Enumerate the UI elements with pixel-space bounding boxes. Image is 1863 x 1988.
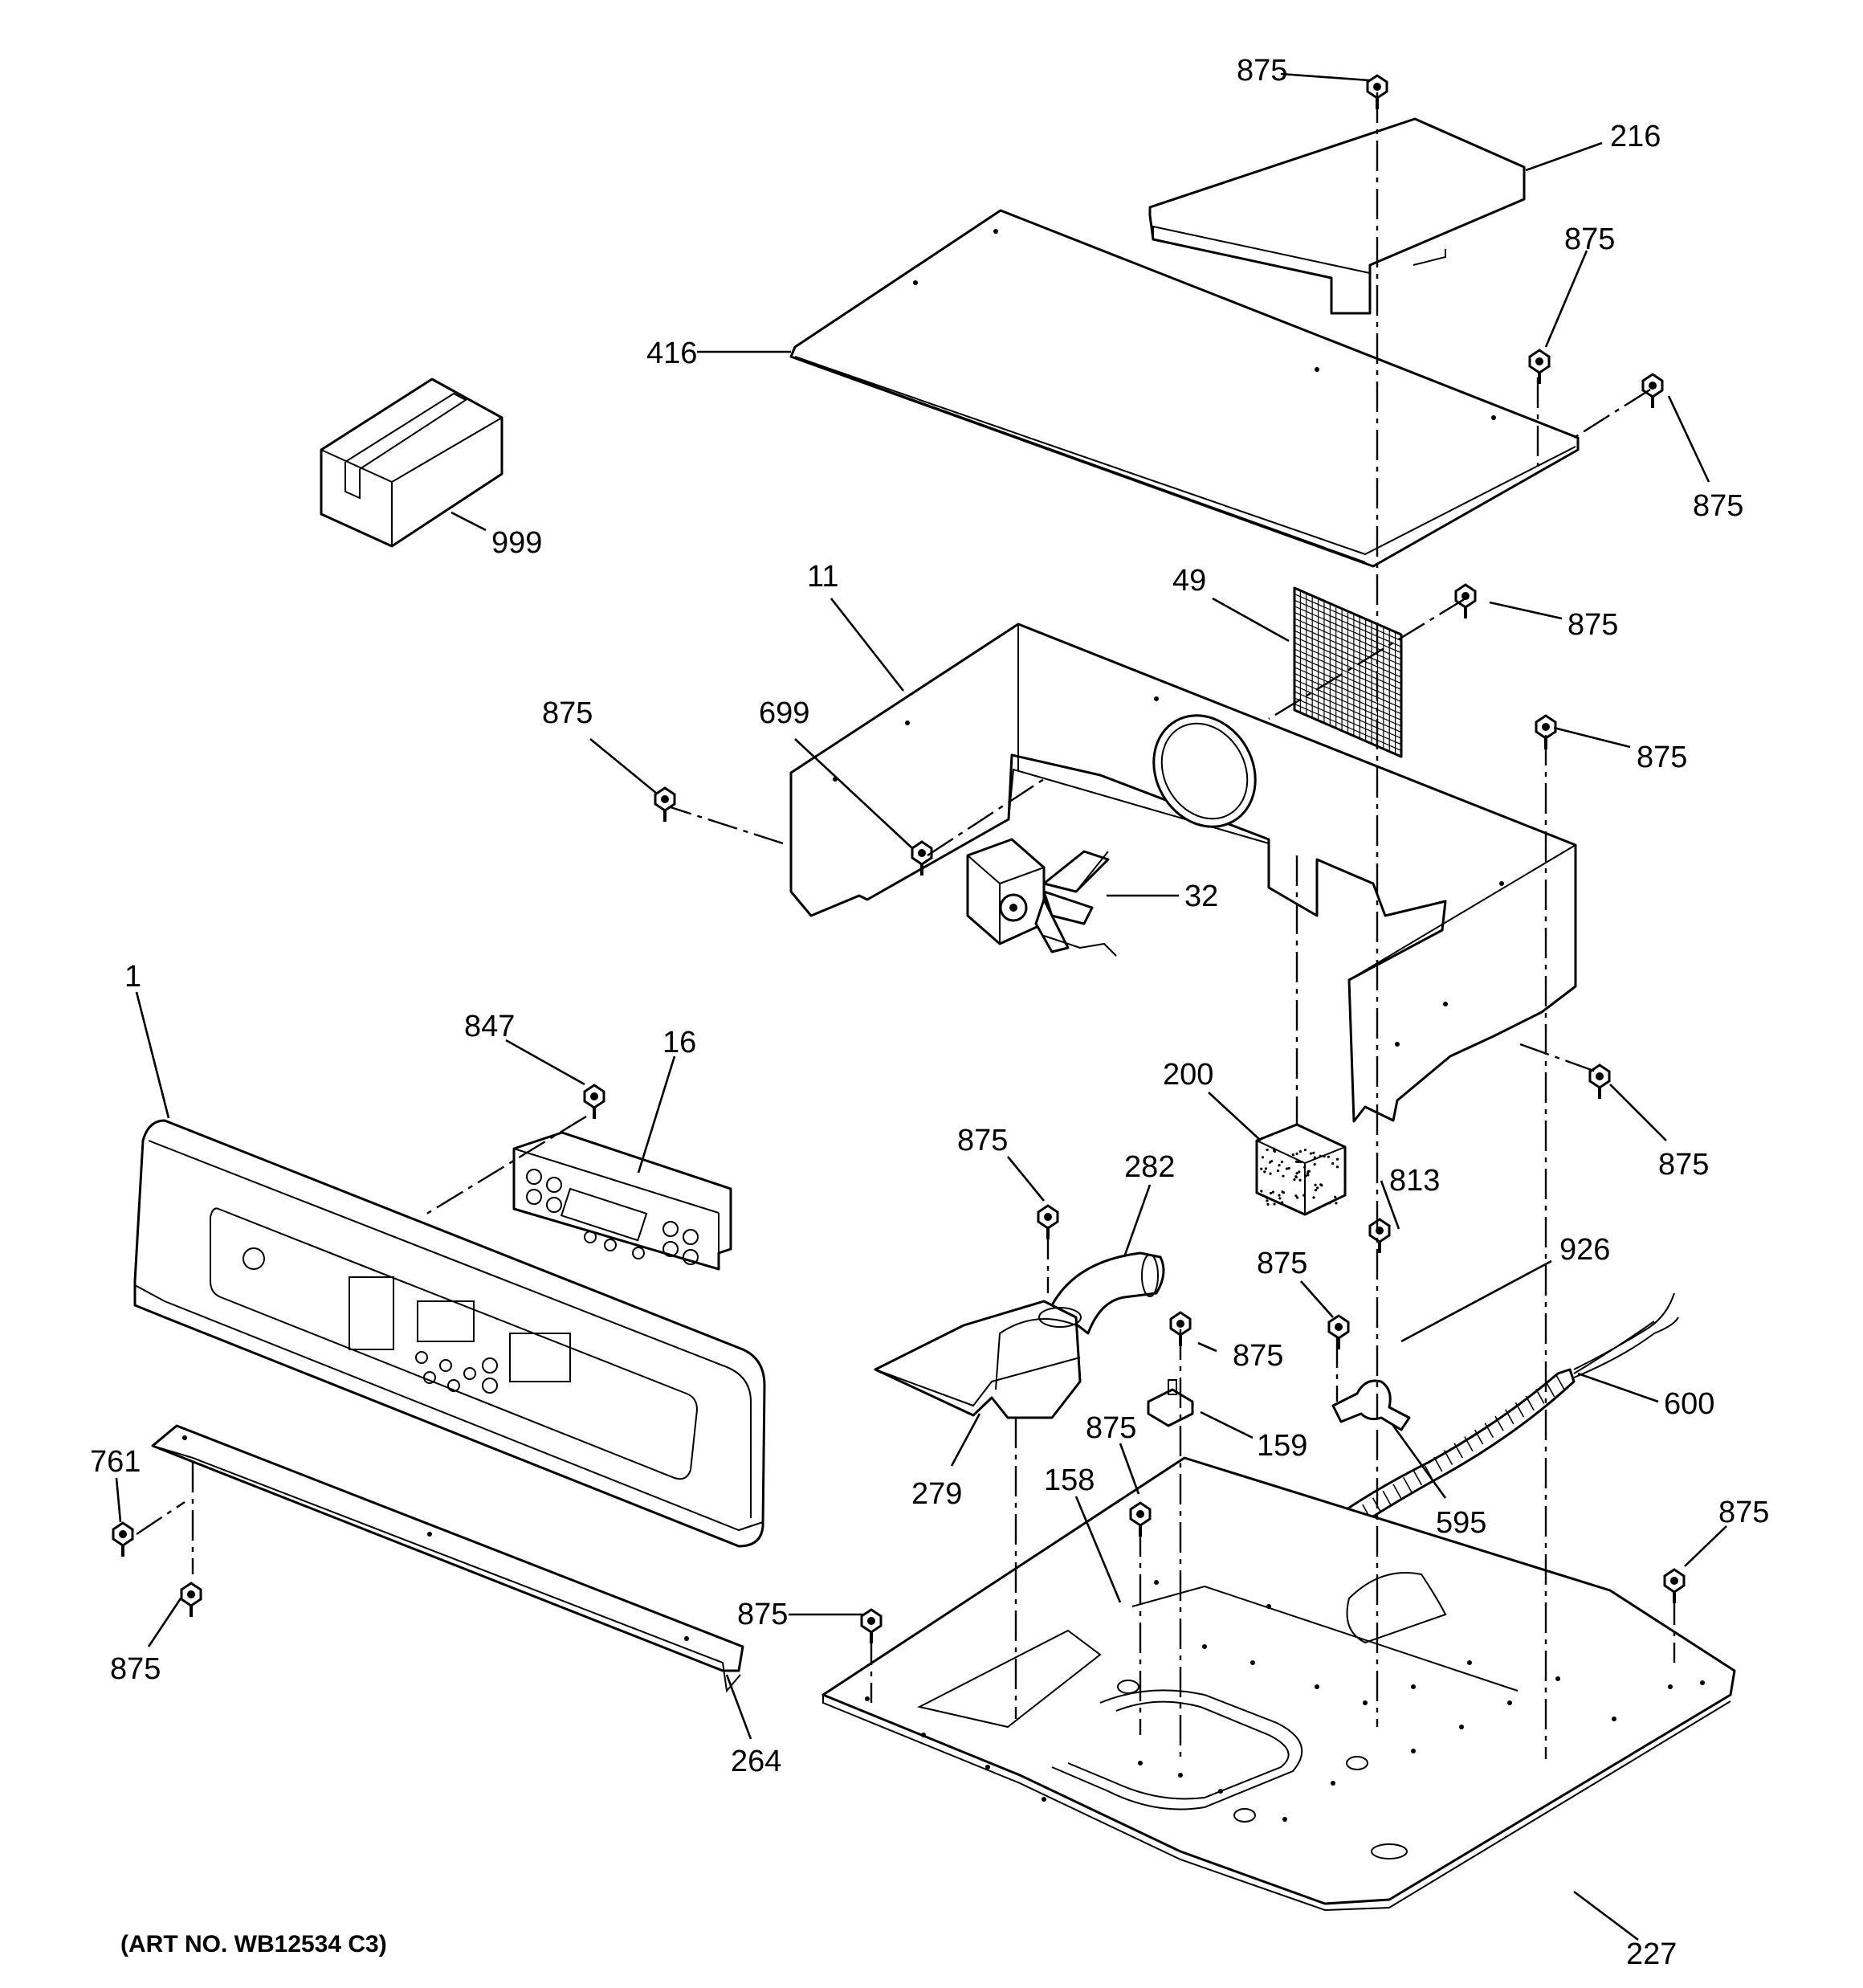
part-595-cable-clamp — [1331, 1379, 1411, 1431]
callout-875: 875 — [1257, 1247, 1307, 1280]
screw-icon — [654, 786, 676, 822]
callout-labels: 875 216 875 416 875 999 11 49 875 875 69… — [90, 54, 1769, 1971]
callout-761: 761 — [90, 1445, 141, 1479]
callout-875: 875 — [1086, 1411, 1136, 1445]
assembly-centerlines — [136, 92, 1676, 1759]
callout-847: 847 — [464, 1010, 515, 1043]
screw-icon — [1327, 1314, 1350, 1349]
callout-49: 49 — [1172, 564, 1206, 598]
screw-icon — [1368, 1218, 1391, 1253]
callout-264: 264 — [731, 1745, 781, 1778]
callout-875: 875 — [1637, 741, 1687, 774]
screw-icon — [112, 1521, 134, 1557]
callout-282: 282 — [1124, 1150, 1175, 1184]
part-32-blower-motor — [966, 838, 1117, 957]
part-1-control-panel — [133, 1119, 766, 1548]
callout-159: 159 — [1257, 1429, 1307, 1463]
screw-icon — [911, 840, 933, 876]
callout-999: 999 — [491, 526, 542, 560]
screw-icon — [180, 1582, 202, 1617]
callout-926: 926 — [1559, 1233, 1610, 1267]
callout-600: 600 — [1664, 1387, 1714, 1421]
part-216-duct-cover — [1148, 117, 1526, 315]
part-11-duct-wrapper — [789, 623, 1577, 1123]
callout-875: 875 — [1718, 1496, 1769, 1529]
callout-875: 875 — [737, 1598, 788, 1631]
callout-158: 158 — [1044, 1463, 1095, 1497]
callout-875: 875 — [1693, 489, 1743, 523]
callout-875: 875 — [1658, 1148, 1709, 1182]
callout-11: 11 — [807, 560, 838, 594]
callout-416: 416 — [646, 337, 697, 370]
callout-279: 279 — [911, 1477, 962, 1511]
callout-200: 200 — [1163, 1058, 1213, 1092]
callout-875: 875 — [1564, 222, 1615, 256]
callout-32: 32 — [1184, 880, 1218, 913]
part-200-insulation-block — [1255, 1123, 1347, 1216]
part-16-control-board — [512, 1131, 732, 1271]
screw-icon — [1037, 1204, 1059, 1239]
screw-icon — [1528, 349, 1551, 384]
callout-875: 875 — [110, 1652, 161, 1686]
callout-875: 875 — [957, 1124, 1008, 1157]
screw-fasteners — [112, 74, 1686, 1643]
callout-leaders — [115, 72, 1727, 1941]
callout-227: 227 — [1626, 1937, 1677, 1971]
callout-813: 813 — [1389, 1164, 1440, 1198]
part-416-top-panel — [789, 209, 1580, 568]
part-999-literature-box — [320, 378, 503, 548]
callout-875: 875 — [1233, 1339, 1283, 1373]
callout-875: 875 — [542, 696, 593, 730]
callout-875: 875 — [1237, 54, 1287, 88]
part-600-power-cord — [1283, 1292, 1679, 1637]
callout-216: 216 — [1610, 120, 1661, 153]
callout-875: 875 — [1567, 608, 1618, 642]
part-49-mesh-screen — [1293, 586, 1403, 758]
callout-16: 16 — [662, 1026, 696, 1059]
screw-icon — [1588, 1063, 1611, 1099]
callout-595: 595 — [1436, 1506, 1486, 1540]
part-279-vent-housing — [874, 1300, 1082, 1419]
screw-icon — [583, 1084, 605, 1119]
art-number: (ART NO. WB12534 C3) — [120, 1931, 387, 1957]
callout-699: 699 — [759, 696, 809, 730]
part-227-floor-pan — [821, 1456, 1736, 1912]
part-159-thermostat — [1147, 1379, 1194, 1427]
callout-1: 1 — [124, 960, 141, 994]
